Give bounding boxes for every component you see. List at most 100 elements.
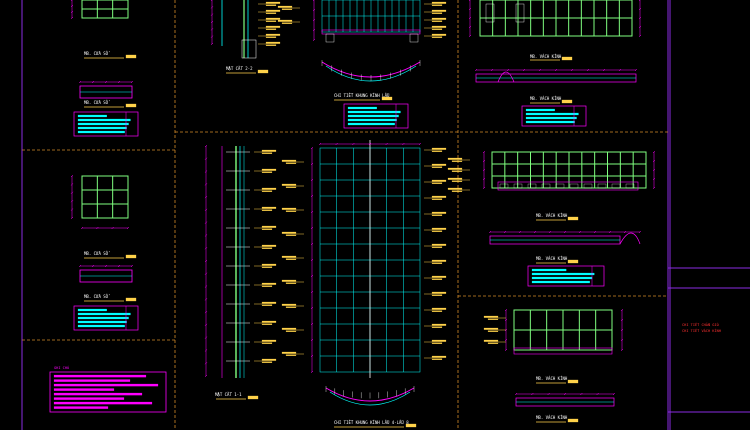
dimension-tick <box>578 230 582 234</box>
label-tag <box>84 103 137 108</box>
callout-text <box>451 190 463 192</box>
spec-row <box>347 110 401 114</box>
curved-plan-outer <box>321 61 421 78</box>
right-column <box>447 0 656 423</box>
dimension-tick <box>312 18 316 22</box>
callout-text <box>431 147 447 150</box>
dimension-tick <box>310 306 314 310</box>
callout-text <box>265 25 281 28</box>
callout <box>254 320 277 325</box>
dimension-tick <box>385 142 388 146</box>
dimension-tick <box>504 318 508 322</box>
callout-text <box>431 20 443 22</box>
dimension-tick <box>204 195 208 199</box>
tag-box <box>567 216 579 221</box>
callout-text <box>431 33 447 36</box>
label-tag <box>536 259 579 264</box>
callout-text <box>285 354 297 356</box>
sill-block <box>555 183 565 189</box>
note-line <box>53 406 109 409</box>
dimension-tick <box>490 68 494 72</box>
section-1-1-drawing <box>204 144 277 400</box>
callout-text <box>431 150 443 152</box>
callout <box>254 282 277 287</box>
tag-box <box>405 423 417 428</box>
dimension-tick <box>204 298 208 301</box>
dimension-tick <box>310 162 314 166</box>
callout-text <box>431 163 447 166</box>
callout-text <box>431 259 447 262</box>
spec-row <box>77 308 107 312</box>
dimension-line <box>318 142 422 146</box>
glass-grid-middle <box>491 151 647 189</box>
callout-text <box>431 294 443 296</box>
center-top-panel <box>210 0 447 129</box>
dimension-tick <box>318 142 322 146</box>
callout-text <box>451 170 463 172</box>
callout <box>258 41 281 46</box>
label-tag <box>84 297 137 302</box>
callout-text <box>431 9 447 12</box>
glass-grid-top <box>479 0 633 37</box>
dimension-tick <box>503 230 507 234</box>
curved-plan-inner <box>329 391 411 406</box>
spec-row <box>77 122 129 126</box>
glass-wall-label-6: MB. VÁCH KÍNH <box>536 415 568 420</box>
callout <box>424 25 447 30</box>
dimension-tick <box>70 183 74 186</box>
callout-text <box>431 166 443 168</box>
tag-box <box>125 103 137 108</box>
callout-text <box>265 1 281 4</box>
dimension-tick <box>310 370 314 374</box>
dimension-tick <box>468 16 472 20</box>
dimension-tick <box>312 38 316 42</box>
dimension-tick <box>204 374 208 378</box>
dimension-tick <box>652 168 656 172</box>
callout <box>281 207 304 212</box>
spec-row <box>525 116 577 120</box>
tag-box <box>247 395 259 400</box>
dimension-tick <box>514 392 518 396</box>
dimension-tick <box>602 68 606 72</box>
callout-text <box>261 228 273 230</box>
dimension-tick <box>204 285 208 288</box>
dimension-tick <box>117 80 121 84</box>
callout-text <box>431 230 443 232</box>
callout-text <box>265 41 281 44</box>
tag-box <box>125 54 137 59</box>
dimension-tick <box>612 392 616 396</box>
glass-wall-label-1: MB. VÁCH KÍNH <box>530 54 562 59</box>
callout <box>258 25 281 30</box>
dimension-tick <box>204 323 208 327</box>
dimension-line <box>70 174 74 220</box>
dimension-line <box>70 0 74 20</box>
door-plan-label-1: MB. CỬA SỔ <box>84 51 110 56</box>
callout-text <box>431 182 443 184</box>
callout-text <box>431 1 447 4</box>
dimension-tick <box>96 226 99 230</box>
callout-text <box>431 198 443 200</box>
callout <box>254 244 277 249</box>
dimension-tick <box>210 35 214 38</box>
title-block-line-2: CHI TIẾT VÁCH KÍNH <box>682 328 721 333</box>
dimension-tick <box>310 274 314 278</box>
callout-text <box>431 275 447 278</box>
dimension-tick <box>608 230 612 234</box>
center-bottom-labels: MẶT CẮT 1-1 CHI TIẾT KHUNG KÍNH LẦU 4-LẦ… <box>215 392 409 425</box>
callout-text <box>431 195 447 198</box>
dimension-line <box>78 80 134 84</box>
dimension-tick <box>620 338 624 342</box>
callout-text <box>281 327 297 330</box>
spec-row <box>77 312 131 316</box>
curved-plan-inner <box>325 65 417 82</box>
callout <box>483 315 506 320</box>
callout-text <box>431 355 447 358</box>
dimension-tick <box>204 362 208 365</box>
callout <box>254 149 277 154</box>
spec-row <box>347 122 395 126</box>
dimension-tick <box>70 10 74 14</box>
dimension-line <box>482 150 486 190</box>
callout-text <box>451 180 463 182</box>
label-tag <box>530 56 573 61</box>
dimension-tick <box>488 230 492 234</box>
